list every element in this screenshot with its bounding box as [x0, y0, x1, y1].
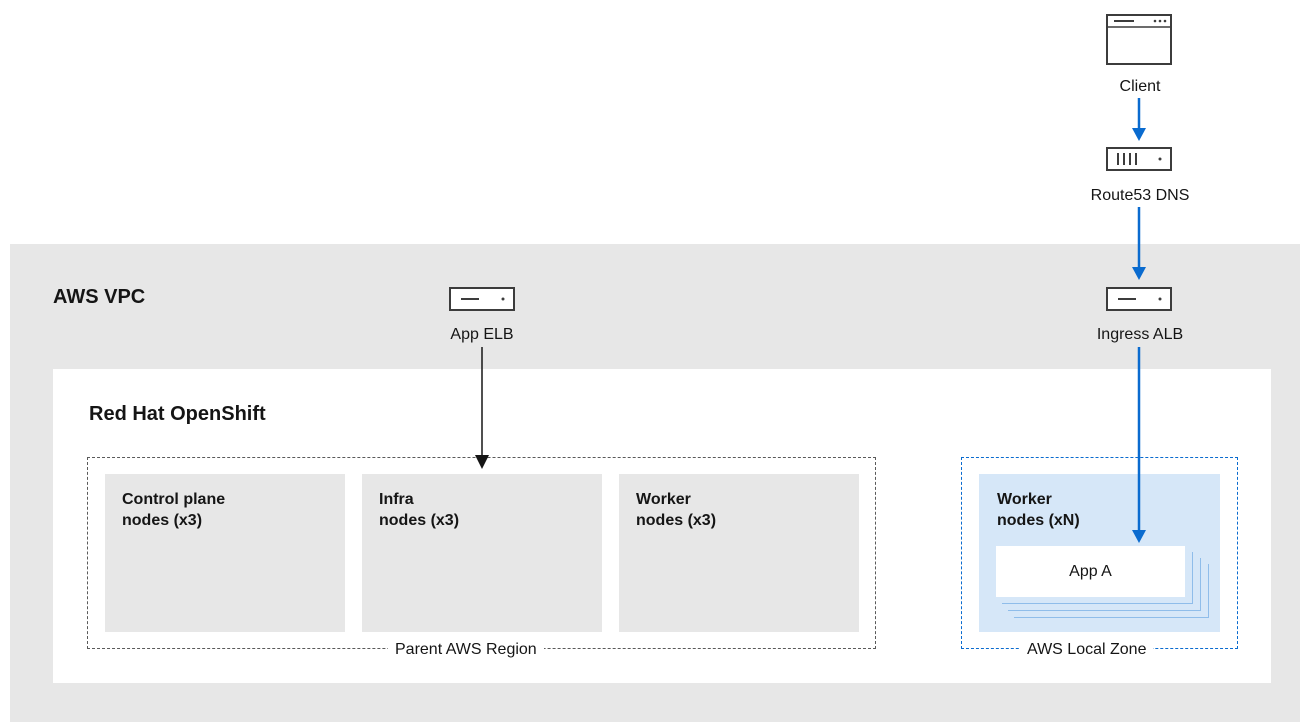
worker-nodes-label: Worker nodes (x3): [636, 491, 717, 529]
app-stack-shadow: [1014, 564, 1209, 618]
dns-server-icon: [1106, 147, 1172, 171]
load-balancer-icon: [1106, 287, 1172, 311]
worker-nodes: Worker nodes (x3): [619, 474, 859, 632]
app-stack-shadow: [1002, 552, 1193, 604]
control-plane-nodes: Control plane nodes (x3): [105, 474, 345, 632]
app-a-card: App A: [996, 546, 1185, 597]
arrow-ingress-alb-to-app-a: [1132, 347, 1146, 543]
local-zone-label: AWS Local Zone: [1020, 640, 1154, 660]
load-balancer-icon: [449, 287, 515, 311]
route53-label: Route53 DNS: [1090, 187, 1190, 204]
control-plane-nodes-label: Control plane nodes (x3): [122, 491, 226, 529]
client-label: Client: [1119, 78, 1161, 95]
parent-region-label: Parent AWS Region: [388, 640, 544, 660]
infra-nodes-label: Infra nodes (x3): [379, 491, 460, 529]
arrow-app-elb-to-region: [475, 347, 489, 469]
openshift-title: Red Hat OpenShift: [89, 403, 266, 425]
vpc-title: AWS VPC: [53, 286, 146, 308]
app-stack-shadow: [1008, 558, 1201, 611]
app-elb-label: App ELB: [450, 326, 514, 343]
arrow-route53-to-ingress-alb: [1132, 207, 1146, 280]
arrow-client-to-route53: [1132, 98, 1146, 141]
local-zone-worker-nodes-label: Worker nodes (xN): [997, 491, 1080, 529]
infra-nodes: Infra nodes (x3): [362, 474, 602, 632]
app-a-label: App A: [1069, 562, 1112, 580]
ingress-alb-label: Ingress ALB: [1096, 326, 1184, 343]
browser-window-icon: [1106, 14, 1172, 65]
